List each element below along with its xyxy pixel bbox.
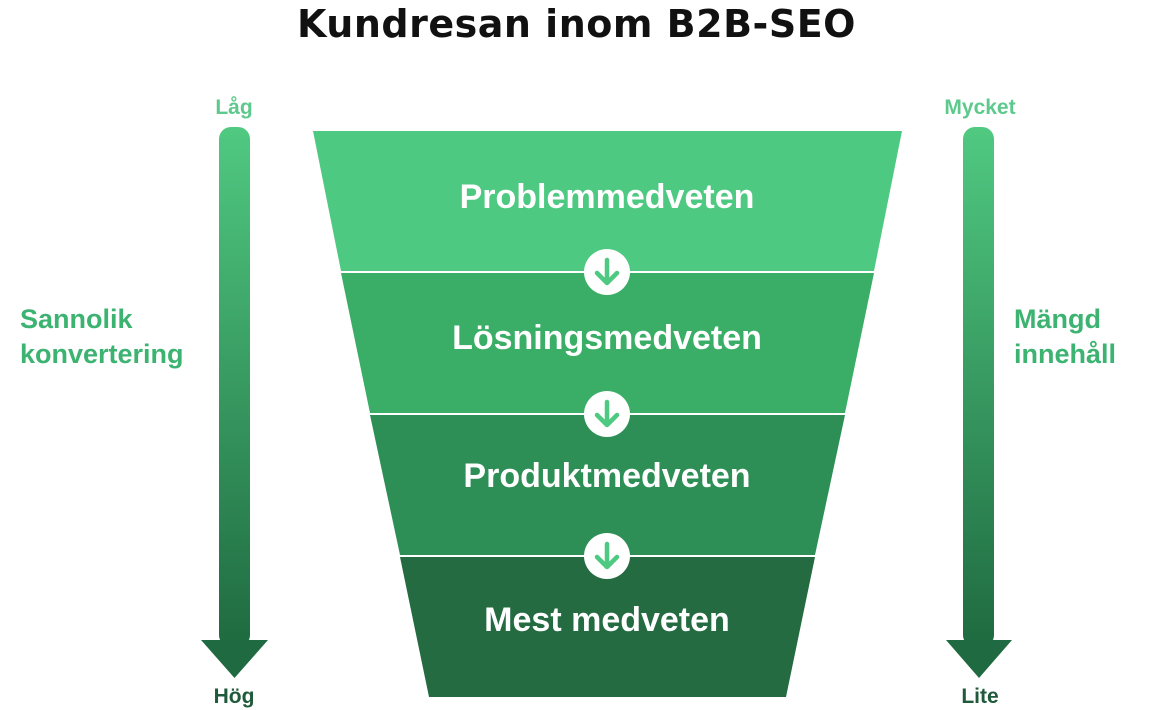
- stage-label-solution-aware: Lösningsmedveten: [452, 319, 762, 357]
- arrow-down-circle-icon: [584, 391, 630, 437]
- funnel-stage-3: [370, 415, 845, 555]
- funnel-stage-2: [341, 273, 874, 413]
- arrow-down-circle-icon: [584, 249, 630, 295]
- left-axis-label: Sannolik konvertering: [20, 302, 184, 372]
- right-axis-arrow: [946, 127, 1012, 678]
- left-axis-label-line-1: Sannolik: [20, 304, 133, 334]
- right-axis-label-line-2: innehåll: [1014, 339, 1117, 369]
- left-axis-arrow: [201, 127, 268, 678]
- left-axis-top-label: Låg: [215, 96, 253, 119]
- page-title: Kundresan inom B2B-SEO: [297, 2, 856, 46]
- stage-label-most-aware: Mest medveten: [484, 601, 730, 639]
- arrow-down-circle-icon: [584, 533, 630, 579]
- funnel-stage-4: [400, 557, 815, 697]
- right-axis-bottom-label: Lite: [961, 685, 999, 708]
- stage-label-problem-aware: Problemmedveten: [459, 178, 755, 216]
- stage-label-product-aware: Produktmedveten: [463, 457, 751, 495]
- right-axis-label: Mängd innehåll: [1014, 302, 1116, 372]
- right-axis-label-line-1: Mängd: [1014, 304, 1101, 334]
- funnel-stage-1: [313, 131, 902, 271]
- left-axis-label-line-2: konvertering: [20, 339, 184, 369]
- left-axis-bottom-label: Hög: [213, 685, 255, 708]
- right-axis-top-label: Mycket: [944, 96, 1016, 119]
